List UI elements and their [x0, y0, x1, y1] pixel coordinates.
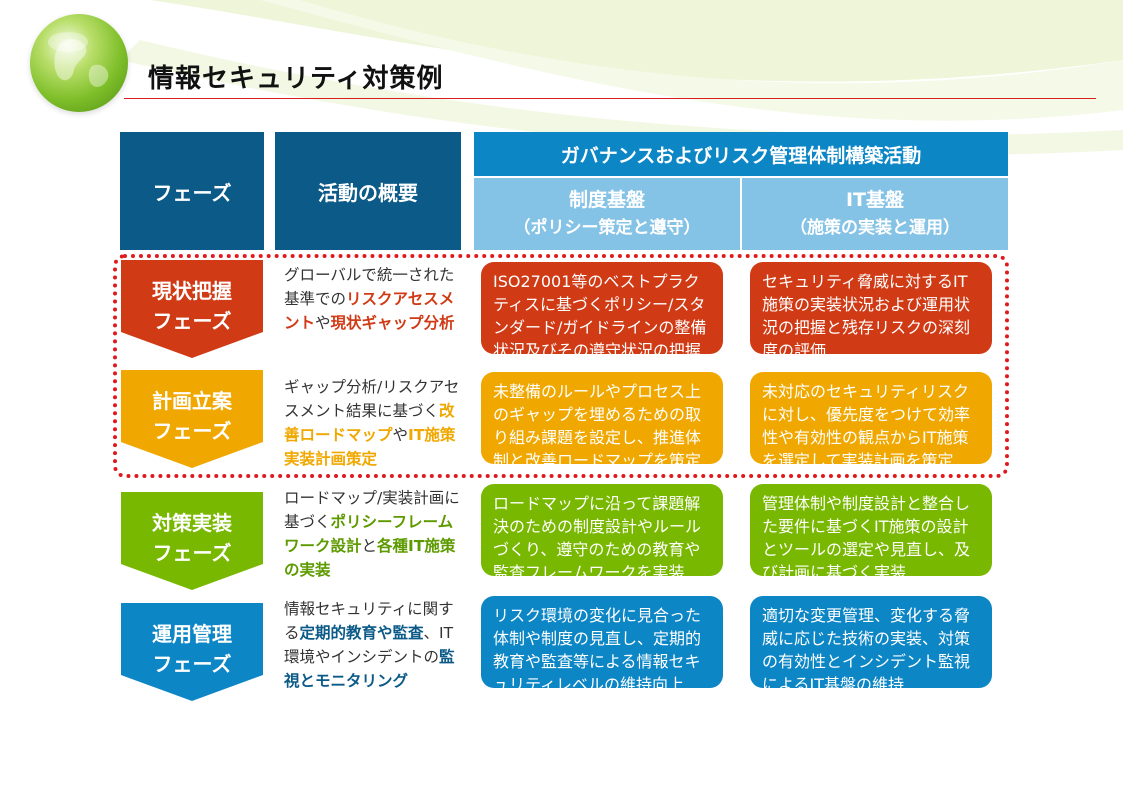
summary-highlight: 改善ロードマップ — [284, 402, 455, 444]
phase-suffix: フェーズ — [152, 309, 232, 333]
header-it-foundation: IT基盤 （施策の実装と運用） — [742, 178, 1008, 250]
header-phase: フェーズ — [120, 132, 264, 250]
highlight-border — [113, 254, 1009, 478]
card-system-assessment: ISO27001等のベストプラクティスに基づくポリシー/スタンダード/ガイドライ… — [481, 262, 723, 360]
card-it-assessment: セキュリティ脅威に対するIT施策の実装状況および運用状況の把握と残存リスクの深刻… — [750, 262, 992, 360]
summary-text: 情報セキュリティに関する — [284, 600, 454, 642]
header-it-title: IT基盤 — [845, 189, 905, 211]
phase-arrow-planning: 計画立案フェーズ — [121, 370, 263, 468]
summary-text: と — [361, 537, 378, 555]
summary-text: 、IT環境やインシデントの — [284, 624, 454, 666]
summary-text: や — [315, 314, 331, 332]
phase-arrow-assessment: 現状把握フェーズ — [121, 260, 263, 358]
header-system-foundation: 制度基盤 （ポリシー策定と遵守） — [474, 178, 740, 250]
phase-name: 対策実装 — [152, 511, 232, 535]
summary-text: や — [392, 426, 409, 444]
header-system-title: 制度基盤 — [568, 189, 645, 211]
phase-name: 現状把握 — [152, 279, 232, 303]
globe-icon — [30, 14, 128, 112]
summary-operation: 情報セキュリティに関する定期的教育や監査、IT環境やインシデントの監視とモニタリ… — [284, 597, 460, 693]
summary-text: グローバルで統一された基準での — [284, 266, 455, 308]
summary-assessment: グローバルで統一された基準でのリスクアセスメントや現状ギャップ分析 — [284, 263, 460, 335]
phase-suffix: フェーズ — [152, 652, 232, 676]
summary-highlight: リスクアセスメント — [284, 290, 455, 332]
phase-name: 計画立案 — [152, 389, 232, 413]
summary-implementation: ロードマップ/実装計画に基づくポリシーフレームワーク設計と各種IT施策の実装 — [284, 486, 460, 582]
phase-arrow-operation: 運用管理フェーズ — [121, 603, 263, 701]
phase-suffix: フェーズ — [152, 419, 232, 443]
card-it-implementation: 管理体制や制度設計と整合した要件に基づくIT施策の設計とツールの選定や見直し、及… — [750, 484, 992, 582]
page-title: 情報セキュリティ対策例 — [148, 64, 444, 94]
summary-highlight: 現状ギャップ分析 — [330, 314, 455, 332]
phase-suffix: フェーズ — [152, 541, 232, 565]
card-system-operation: リスク環境の変化に見合った体制や制度の見直し、定期的教育や監査等による情報セキュ… — [481, 596, 723, 694]
header-governance: ガバナンスおよびリスク管理体制構築活動 — [474, 132, 1008, 176]
summary-highlight: IT施策実装計画策定 — [284, 426, 456, 468]
summary-highlight: 監視とモニタリング — [284, 648, 455, 690]
header-it-sub: （施策の実装と運用） — [790, 218, 960, 238]
header-summary: 活動の概要 — [275, 132, 461, 250]
summary-highlight: ポリシーフレームワーク設計 — [284, 513, 454, 555]
phase-arrow-implementation: 対策実装フェーズ — [121, 492, 263, 590]
summary-planning: ギャップ分析/リスクアセスメント結果に基づく改善ロードマップやIT施策実装計画策… — [284, 375, 460, 471]
card-it-operation: 適切な変更管理、変化する脅威に応じた技術の実装、対策の有効性とインシデント監視に… — [750, 596, 992, 694]
card-system-implementation: ロードマップに沿って課題解決のための制度設計やルールづくり、遵守のための教育や監… — [481, 484, 723, 582]
header-system-sub: （ポリシー策定と遵守） — [513, 218, 701, 238]
summary-text: ロードマップ/実装計画に基づく — [284, 489, 460, 531]
card-system-planning: 未整備のルールやプロセス上のギャップを埋めるための取り組み課題を設定し、推進体制… — [481, 372, 723, 470]
card-it-planning: 未対応のセキュリティリスクに対し、優先度をつけて効率性や有効性の観点からIT施策… — [750, 372, 992, 470]
summary-text: ギャップ分析/リスクアセスメント結果に基づく — [284, 378, 460, 420]
phase-name: 運用管理 — [152, 622, 232, 646]
summary-highlight: 定期的教育や監査 — [299, 624, 424, 642]
summary-highlight: 各種IT施策の実装 — [284, 537, 456, 579]
title-underline — [124, 98, 1096, 99]
